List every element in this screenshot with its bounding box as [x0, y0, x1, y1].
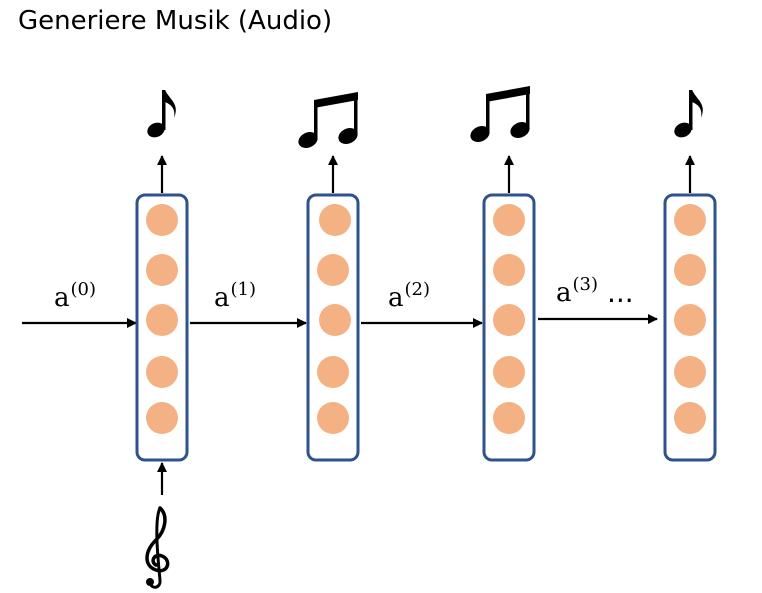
hidden-unit	[493, 204, 525, 236]
activation-superscript: (2)	[405, 279, 431, 300]
hidden-unit	[319, 304, 351, 336]
output-4-eighth-note-icon	[674, 90, 703, 138]
rnn-cell-2	[306, 193, 360, 462]
rnn-cell-1	[135, 193, 189, 462]
activation-label-1: a(1)	[214, 279, 256, 313]
output-3-beamed-notes-icon	[470, 86, 530, 143]
activation-superscript: (3)	[573, 274, 599, 295]
hidden-unit	[493, 402, 525, 434]
output-2-beamed-notes-icon	[298, 92, 358, 149]
hidden-unit	[674, 402, 706, 434]
hidden-unit	[493, 254, 525, 286]
hidden-unit	[493, 304, 525, 336]
ellipsis: ...	[607, 276, 634, 309]
rnn-cell-4	[663, 193, 717, 462]
hidden-unit	[146, 356, 178, 388]
hidden-unit	[146, 402, 178, 434]
hidden-unit	[674, 304, 706, 336]
hidden-unit	[674, 356, 706, 388]
rnn-cell-3	[482, 193, 536, 462]
hidden-unit	[674, 204, 706, 236]
hidden-unit	[146, 304, 178, 336]
activation-superscript: (1)	[231, 279, 257, 300]
diagram-title: Generiere Musik (Audio)	[18, 6, 333, 36]
activation-base: a	[54, 283, 70, 313]
activation-label-0: a(0)	[54, 279, 96, 313]
hidden-unit	[317, 356, 349, 388]
activation-base: a	[388, 283, 404, 313]
hidden-unit	[493, 356, 525, 388]
hidden-unit	[146, 204, 178, 236]
hidden-unit	[317, 254, 349, 286]
activation-base: a	[214, 283, 230, 313]
activation-base: a	[556, 278, 572, 308]
activation-superscript: (0)	[71, 279, 97, 300]
activation-label-2: a(2)	[388, 279, 430, 313]
output-1-eighth-note-icon	[147, 90, 176, 138]
activation-label-3: a(3)	[556, 274, 598, 308]
hidden-unit	[317, 402, 349, 434]
input-treble-clef-icon	[145, 506, 170, 589]
hidden-unit	[146, 254, 178, 286]
hidden-unit	[674, 254, 706, 286]
hidden-unit	[319, 204, 351, 236]
